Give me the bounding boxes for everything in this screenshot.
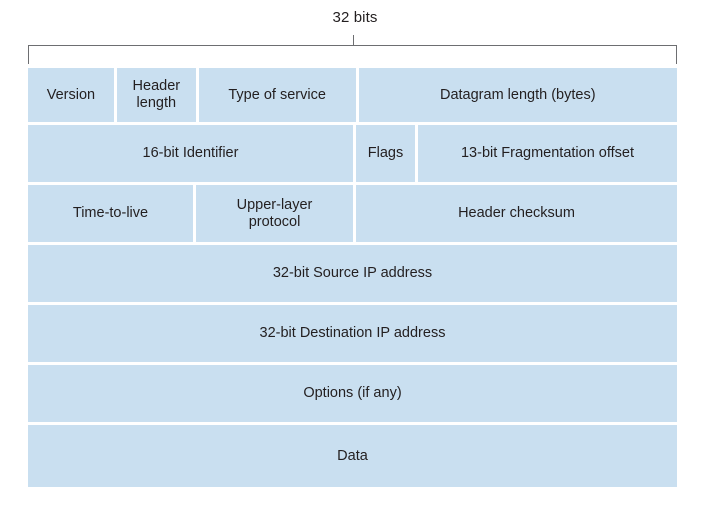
field-options: Options (if any) [28,365,677,422]
field-flags: Flags [356,125,415,182]
table-row: Version Header length Type of service Da… [28,68,677,122]
field-datagram-length: Datagram length (bytes) [358,68,677,122]
field-data: Data [28,425,677,487]
table-row: 16-bit Identifier Flags 13-bit Fragmenta… [28,125,677,182]
field-source-ip-address: 32-bit Source IP address [28,245,677,302]
field-upper-layer-protocol-line1: Upper-layer [236,196,313,213]
table-row: Time-to-live Upper-layer protocol Header… [28,185,677,242]
table-row: Options (if any) [28,365,677,422]
width-caption: 32 bits [332,9,378,26]
field-fragmentation-offset: 13-bit Fragmentation offset [418,125,677,182]
width-bracket-center-tick [352,35,354,46]
field-header-checksum: Header checksum [356,185,677,242]
datagram-field-table: Version Header length Type of service Da… [28,68,677,487]
field-type-of-service: Type of service [198,68,356,122]
table-row: 32-bit Source IP address [28,245,677,302]
field-identifier: 16-bit Identifier [28,125,353,182]
table-row: Data [28,425,677,487]
field-header-length-line1: Header [132,78,181,95]
table-row: 32-bit Destination IP address [28,305,677,362]
field-destination-ip-address: 32-bit Destination IP address [28,305,677,362]
field-header-length-line2: length [136,95,177,111]
field-time-to-live: Time-to-live [28,185,193,242]
width-bracket [28,35,677,64]
field-header-length: Header length [116,68,196,122]
field-upper-layer-protocol-line2: protocol [248,213,301,230]
field-version: Version [28,68,114,122]
field-upper-layer-protocol: Upper-layer protocol [196,185,353,242]
